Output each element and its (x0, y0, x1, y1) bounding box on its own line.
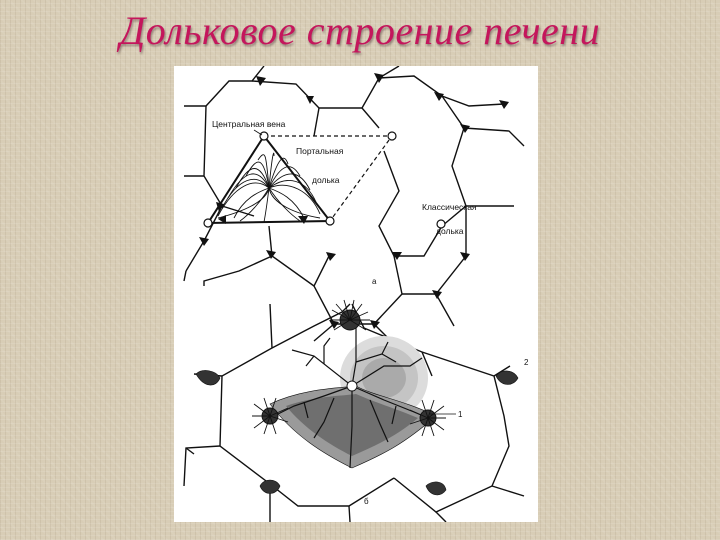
slide-title: Дольковое строение печени (119, 8, 601, 53)
panel-b-triads (195, 370, 519, 496)
marker-2: 2 (524, 358, 529, 367)
label-classic-lobule: Классическая (422, 202, 477, 212)
label-portal-lobule-line2: долька (312, 175, 340, 185)
central-vein-circle (436, 219, 446, 229)
acinus-zones (269, 336, 437, 469)
central-vein-markers (203, 131, 446, 229)
marker-1: 1 (458, 410, 463, 419)
central-vein-circle (387, 131, 397, 141)
panel-b-letter: б (364, 497, 369, 506)
sinusoid-fan (217, 152, 321, 223)
portal-branches (273, 322, 429, 469)
label-classic-lobule-line2: долька (436, 226, 464, 236)
vein-star-clusters (252, 299, 446, 437)
liver-lobule-diagram: Центральная вена Портальная долька Класс… (183, 66, 529, 522)
central-vein-circle (325, 216, 335, 226)
liver-lobule-figure: Центральная вена Портальная долька Класс… (174, 66, 538, 522)
label-portal-lobule: Портальная (296, 146, 344, 156)
panel-a-letter: а (372, 277, 377, 286)
central-vein-circle (203, 218, 213, 228)
label-central-vein: Центральная вена (212, 119, 286, 129)
central-vein-circle (259, 131, 269, 141)
portal-triad-markers (199, 73, 509, 329)
